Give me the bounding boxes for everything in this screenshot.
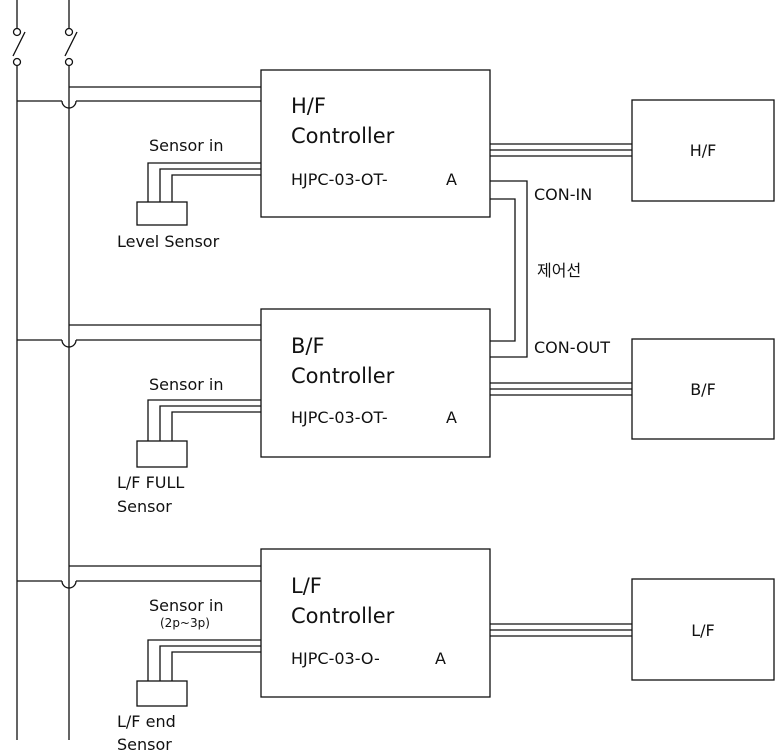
- hf-controller-suffix: A: [446, 170, 457, 189]
- hf-controller-label: Controller: [291, 124, 395, 148]
- power-bus-wires: [17, 86, 261, 589]
- power-switch-2: [64, 0, 78, 740]
- hf-load-label: H/F: [690, 141, 717, 160]
- control-line: [490, 180, 528, 358]
- con-out-label: CON-OUT: [534, 338, 610, 357]
- lf-controller-label: Controller: [291, 604, 395, 628]
- bf-sensor-in-label: Sensor in: [149, 375, 224, 394]
- sensor-cables: [147, 162, 261, 681]
- lf-full-sensor-box: [136, 440, 188, 468]
- level-sensor-label: Level Sensor: [117, 232, 220, 251]
- lf-full-sensor-label-2: Sensor: [117, 497, 172, 516]
- control-line-label: 제어선: [537, 261, 581, 280]
- lf-load-label: L/F: [691, 621, 715, 640]
- power-switch-1: [12, 0, 26, 740]
- bf-controller-label: Controller: [291, 364, 395, 388]
- hf-controller-name: H/F: [291, 94, 326, 118]
- bf-controller-suffix: A: [446, 408, 457, 427]
- lf-full-sensor-label-1: L/F FULL: [117, 473, 184, 492]
- bf-load-label: B/F: [690, 380, 716, 399]
- bf-load-box: [631, 338, 775, 440]
- lf-end-sensor-label-2: Sensor: [117, 735, 172, 754]
- lf-load-box: [631, 578, 775, 681]
- hf-sensor-in-label: Sensor in: [149, 136, 224, 155]
- output-wires: [490, 143, 632, 637]
- hf-load-box: [631, 99, 775, 202]
- bf-controller-name: B/F: [291, 334, 325, 358]
- hf-controller-model: HJPC-03-OT-: [291, 170, 388, 189]
- lf-end-sensor-box: [136, 680, 188, 707]
- lf-end-sensor-label-1: L/F end: [117, 712, 176, 731]
- lf-sensor-in-note: (2p~3p): [160, 616, 210, 630]
- lf-controller-suffix: A: [435, 649, 446, 668]
- con-in-label: CON-IN: [534, 185, 592, 204]
- level-sensor-box: [136, 201, 188, 226]
- lf-controller-name: L/F: [291, 574, 322, 598]
- bf-controller-box: [260, 308, 491, 458]
- lf-controller-box: [260, 548, 491, 698]
- lf-sensor-in-label: Sensor in: [149, 596, 224, 615]
- lf-controller-model: HJPC-03-O-: [291, 649, 380, 668]
- bf-controller-model: HJPC-03-OT-: [291, 408, 388, 427]
